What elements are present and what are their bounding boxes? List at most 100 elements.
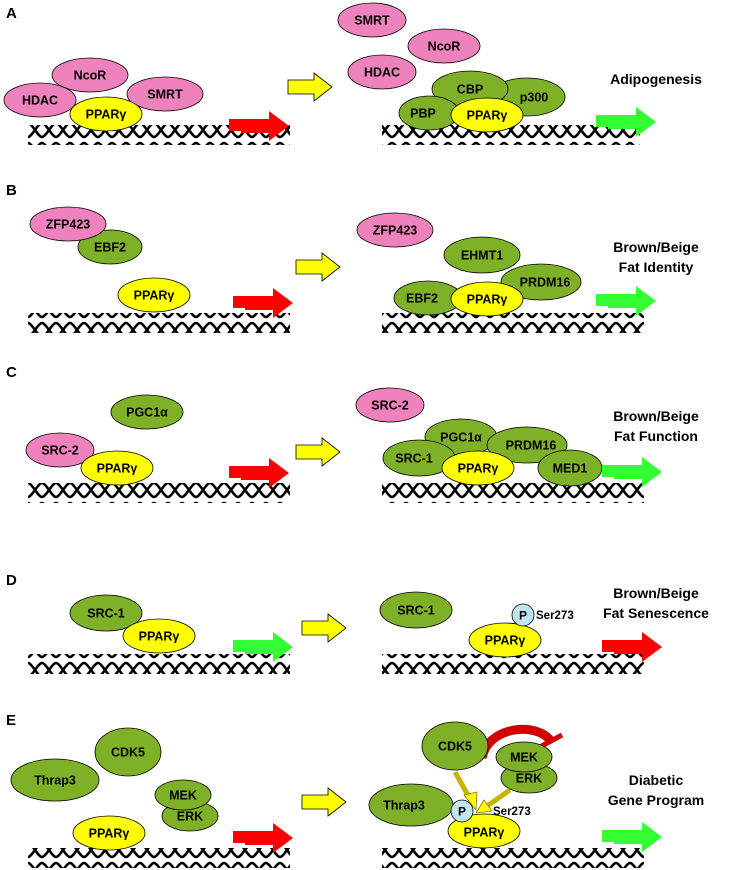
svg-text:P: P [458,805,466,819]
svg-text:ERK: ERK [177,810,203,824]
ppar-gamma-protein: PPARγ [69,96,143,132]
svg-text:PGC1α: PGC1α [440,431,482,445]
src1-protein: SRC-1 [69,594,143,632]
outcome-label-line-2: Fat Function [614,428,698,444]
src2-protein: SRC-2 [355,387,425,423]
thrap3-protein: Thrap3 [10,758,100,802]
transition-arrow [295,437,341,467]
pbp-protein: PBP [398,95,460,131]
svg-text:PPARγ: PPARγ [86,108,127,122]
panel-letter: B [6,182,17,199]
ppar-gamma-protein: PPARγ [450,97,524,133]
cdk5-to-p-arrow [452,770,478,812]
svg-text:HDAC: HDAC [22,94,58,108]
svg-text:SRC-1: SRC-1 [395,452,433,466]
src1-protein: SRC-1 [382,439,456,477]
svg-text:CBP: CBP [457,83,483,97]
panel-letter: E [6,712,16,729]
outcome-label: Adipogenesis [610,71,702,87]
prdm16-protein: PRDM16 [486,426,568,464]
svg-text:P: P [519,609,527,623]
smrt-protein: SMRT [337,2,407,38]
green-transcription-arrow [596,286,656,316]
svg-text:SMRT: SMRT [354,14,390,28]
svg-text:SRC-2: SRC-2 [41,444,79,458]
svg-text:EBF2: EBF2 [94,241,126,255]
ser273-label: Ser273 [536,610,574,622]
svg-text:HDAC: HDAC [364,66,400,80]
svg-text:PBP: PBP [410,107,436,121]
zfp423-protein: ZFP423 [29,206,107,242]
svg-text:MED1: MED1 [553,462,588,476]
ehmt1-protein: EHMT1 [443,236,521,274]
svg-text:PPARγ: PPARγ [89,827,130,841]
outcome-label-line-2: Gene Program [608,792,704,808]
svg-text:PPARγ: PPARγ [97,462,138,476]
panel-d: D SRC-1 PPARγ SRC-1 PPARγ P Ser273 Brow [6,572,709,674]
svg-text:SRC-1: SRC-1 [397,604,435,618]
ppar-gamma-protein: PPARγ [447,813,521,849]
svg-text:PRDM16: PRDM16 [520,276,571,290]
panel-letter: D [6,572,17,589]
transition-arrow [287,72,333,102]
smrt-protein: SMRT [126,76,204,112]
svg-text:NcoR: NcoR [74,69,107,83]
transition-arrow [301,787,347,817]
panel-letter: C [6,364,17,381]
phosphate-group: P [450,799,474,823]
svg-text:EBF2: EBF2 [406,292,438,306]
svg-text:CDK5: CDK5 [438,740,472,754]
panel-e: E CDK5 Thrap3 ERK MEK PPARγ [6,712,704,868]
svg-text:Thrap3: Thrap3 [34,774,76,788]
transition-arrow [301,613,347,643]
thrap3-protein: Thrap3 [368,783,454,827]
ncor-protein: NcoR [51,57,129,93]
svg-text:ZFP423: ZFP423 [373,224,418,238]
svg-text:SMRT: SMRT [147,88,183,102]
green-transcription-arrow [602,822,662,852]
dna-strand [382,125,640,145]
svg-text:MEK: MEK [510,751,538,765]
svg-text:PRDM16: PRDM16 [506,439,557,453]
zfp423-protein: ZFP423 [356,212,434,248]
dna-strand [28,848,290,868]
svg-text:NcoR: NcoR [428,40,461,54]
panel-letter: A [6,5,17,22]
hdac-protein: HDAC [3,82,77,118]
svg-text:SRC-2: SRC-2 [371,399,409,413]
dna-strand [382,313,644,333]
dna-strand [28,313,290,333]
svg-text:Thrap3: Thrap3 [383,799,425,813]
svg-text:PPARγ: PPARγ [464,826,505,840]
ppar-gamma-protein: PPARγ [72,815,146,851]
dna-strand [382,654,644,674]
pgc1a-protein: PGC1α [110,394,184,430]
ppar-gamma-protein: PPARγ [117,277,191,313]
hdac-protein: HDAC [347,54,417,90]
panel-b: B EBF2 ZFP423 PPARγ ZFP423 EHMT1 P [6,182,699,333]
prdm16-protein: PRDM16 [500,263,582,301]
svg-text:CDK5: CDK5 [111,746,145,760]
green-transcription-arrow [602,457,662,487]
ppar-gamma-protein: PPARγ [122,618,196,654]
ppar-gamma-protein: PPARγ [80,450,154,486]
svg-text:PPARγ: PPARγ [485,634,526,648]
phosphate-group: P [511,603,535,627]
outcome-label-line-1: Brown/Beige [613,585,699,601]
svg-text:ERK: ERK [516,772,542,786]
transition-arrow [295,252,341,282]
svg-text:ZFP423: ZFP423 [46,218,91,232]
svg-text:SRC-1: SRC-1 [87,607,125,621]
panel-a: A NcoR HDAC SMRT PPARγ SMRT NcoR [3,2,702,145]
outcome-label-line-2: Fat Identity [619,259,694,275]
ser273-label: Ser273 [493,806,531,818]
outcome-label-line-1: Brown/Beige [613,408,699,424]
svg-text:PPARγ: PPARγ [467,109,508,123]
src1-protein: SRC-1 [379,591,453,629]
svg-text:PPARγ: PPARγ [467,293,508,307]
mek-protein: MEK [495,741,553,773]
svg-text:PPARγ: PPARγ [134,289,175,303]
mek-protein: MEK [154,779,212,811]
dna-strand [382,483,644,503]
svg-text:EHMT1: EHMT1 [461,249,503,263]
